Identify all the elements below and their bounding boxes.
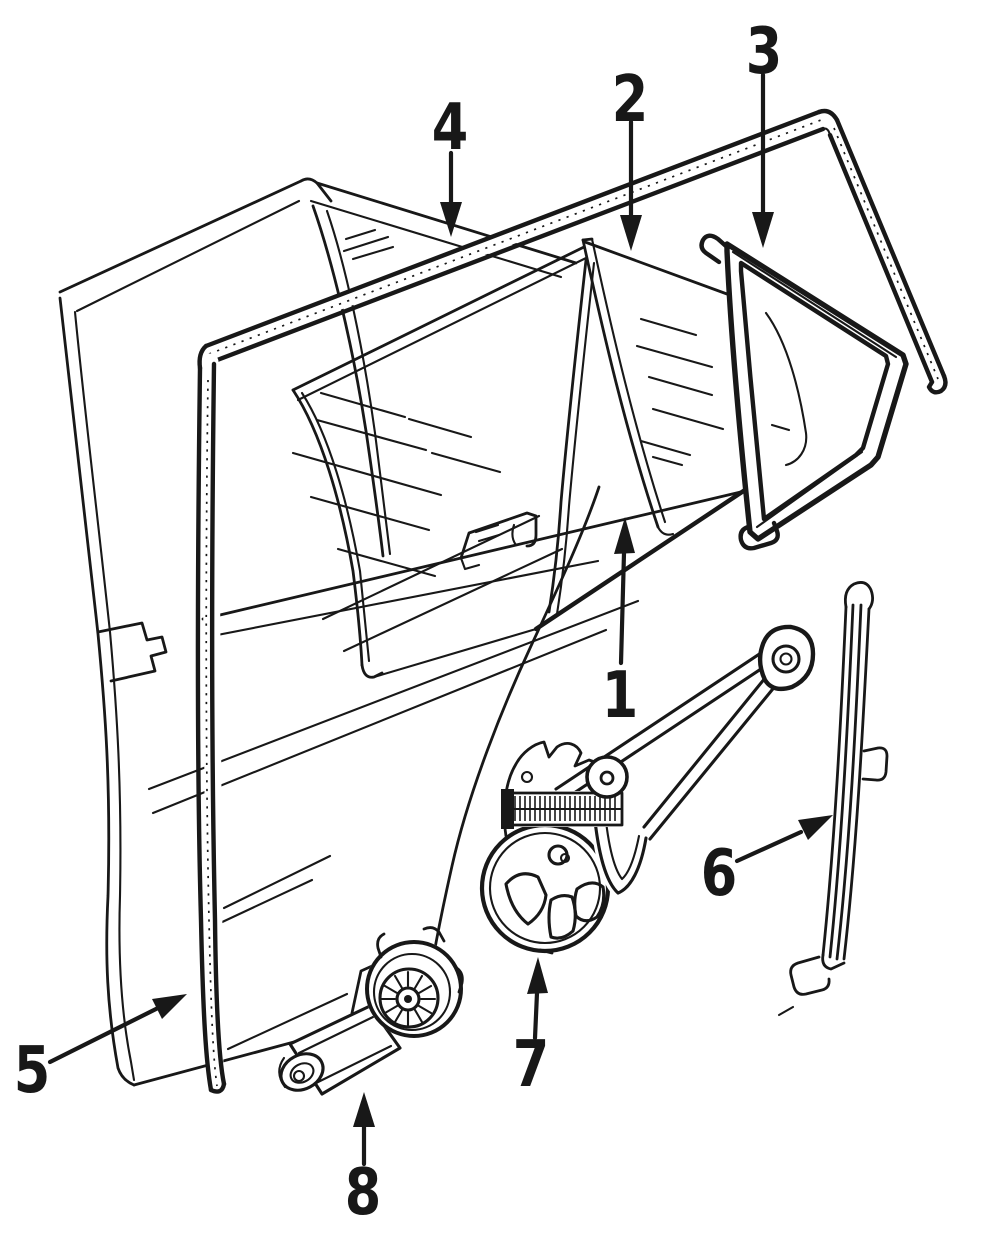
glass-top-edge — [291, 245, 586, 392]
channel-front-right-edge — [210, 361, 227, 1087]
frame-left-outer — [58, 179, 303, 294]
callout-3-arrow-head — [752, 212, 774, 248]
window-regulator — [479, 624, 816, 955]
gear-spokes — [379, 970, 437, 1028]
rear-guide-channel — [777, 581, 889, 1017]
callout-8-label: 8 — [345, 1155, 382, 1229]
corner-gusset-hatch — [342, 228, 395, 261]
plate-bottom-tab — [538, 948, 554, 955]
arm-pivot-head — [757, 624, 816, 692]
callout-7-arrow-shaft — [532, 990, 540, 1041]
frame-front-pillar — [311, 204, 385, 558]
callout-6-arrow-shaft — [734, 829, 804, 864]
channel-upper-line — [203, 109, 822, 349]
door-rear-edge-outer — [58, 296, 136, 1087]
channel-rear-end-cap — [926, 373, 948, 395]
callout-8-arrow-head — [353, 1092, 375, 1127]
channel-bottom-foot — [789, 955, 831, 996]
frame-roof-outer — [315, 181, 578, 265]
callout-6: 6 — [701, 815, 833, 910]
body-crease — [147, 599, 640, 815]
seal-top-tab — [699, 233, 730, 265]
channel-bottom-cap — [821, 953, 846, 971]
gear-face — [378, 967, 440, 1029]
mounting-plate — [502, 740, 602, 866]
callout-5-arrow-head — [152, 994, 187, 1019]
quarter-glass-top-edge — [581, 237, 729, 296]
callout-1-arrow-head — [614, 517, 635, 554]
sector-plate-windows — [504, 872, 606, 940]
door-panel — [58, 296, 748, 1087]
callout-2: 2 — [612, 62, 649, 251]
channel-front-left-edge — [195, 365, 214, 1093]
callout-6-label: 6 — [701, 836, 738, 910]
callout-4: 4 — [432, 90, 469, 237]
callout-2-arrow-head — [620, 215, 642, 251]
front-run-channel — [195, 343, 227, 1095]
callouts: 1 2 3 4 5 6 7 — [14, 14, 833, 1229]
frame-left-inner — [75, 199, 301, 313]
seal-glass-edge — [764, 311, 808, 467]
callout-3-label: 3 — [746, 14, 783, 88]
callout-5-arrow-shaft — [47, 1004, 163, 1065]
sill-crease — [226, 992, 349, 1051]
arm-hook — [591, 798, 648, 895]
quarter-glass — [581, 237, 729, 536]
callout-6-arrow-head — [798, 815, 833, 840]
channel-top-hook — [843, 581, 874, 611]
callout-1: 1 — [602, 517, 639, 732]
channel-side-clip — [861, 746, 889, 782]
quarter-glass-bottom-tip — [656, 525, 675, 536]
frame-front-pillar-inner — [325, 209, 392, 556]
callout-4-arrow-head — [440, 202, 462, 237]
callout-7: 7 — [513, 957, 550, 1101]
door-glass — [291, 245, 596, 679]
channel-front-bottom-cap — [208, 1081, 227, 1094]
quarter-glass-front-edge — [581, 238, 660, 529]
callout-1-arrow-shaft — [618, 550, 627, 666]
lower-crease — [216, 854, 332, 926]
channel-lower-line — [209, 126, 826, 365]
glass-rear-edge — [547, 258, 588, 614]
channel-rear-leg — [834, 117, 947, 379]
seal-bottom-foot — [738, 520, 780, 551]
glass-bottom-bracket — [459, 511, 538, 571]
callout-8: 8 — [345, 1092, 382, 1229]
channel-front-bend — [197, 343, 209, 371]
channel-top-bend — [816, 108, 840, 123]
rack-end-cap — [501, 789, 514, 829]
beltline-inner — [205, 559, 600, 639]
glass-bottom-edge — [372, 627, 538, 679]
door-front-edge — [423, 485, 601, 1014]
glass-hatch-lines — [291, 391, 502, 578]
door-rear-edge-inner — [73, 310, 136, 1082]
beltline-rear-segment — [533, 487, 748, 632]
callout-5: 5 — [14, 994, 187, 1107]
quarter-glass-hatch-lines — [635, 317, 725, 467]
roller — [585, 755, 629, 799]
quarter-glass-seal — [699, 233, 909, 551]
beltline — [201, 489, 747, 621]
callout-2-label: 2 — [612, 62, 649, 136]
callout-1-label: 1 — [602, 658, 639, 732]
hinge-bracket — [96, 621, 168, 683]
callout-7-arrow-head — [527, 957, 548, 994]
gear-hub — [395, 986, 421, 1012]
glass-reflection-lines — [321, 514, 564, 653]
callout-5-label: 5 — [14, 1033, 51, 1107]
roof-run-channel — [200, 108, 948, 395]
window-frame — [58, 177, 578, 558]
callout-3: 3 — [746, 14, 783, 248]
glass-front-edge — [291, 388, 364, 667]
regulator-motor — [278, 926, 464, 1096]
callout-7-label: 7 — [513, 1027, 550, 1101]
pivot-bushing — [771, 644, 801, 674]
seal-outer-edge — [724, 241, 909, 542]
motor-mount-ears — [376, 926, 464, 994]
callout-4-label: 4 — [432, 90, 469, 164]
frame-roof-inner — [309, 199, 563, 279]
